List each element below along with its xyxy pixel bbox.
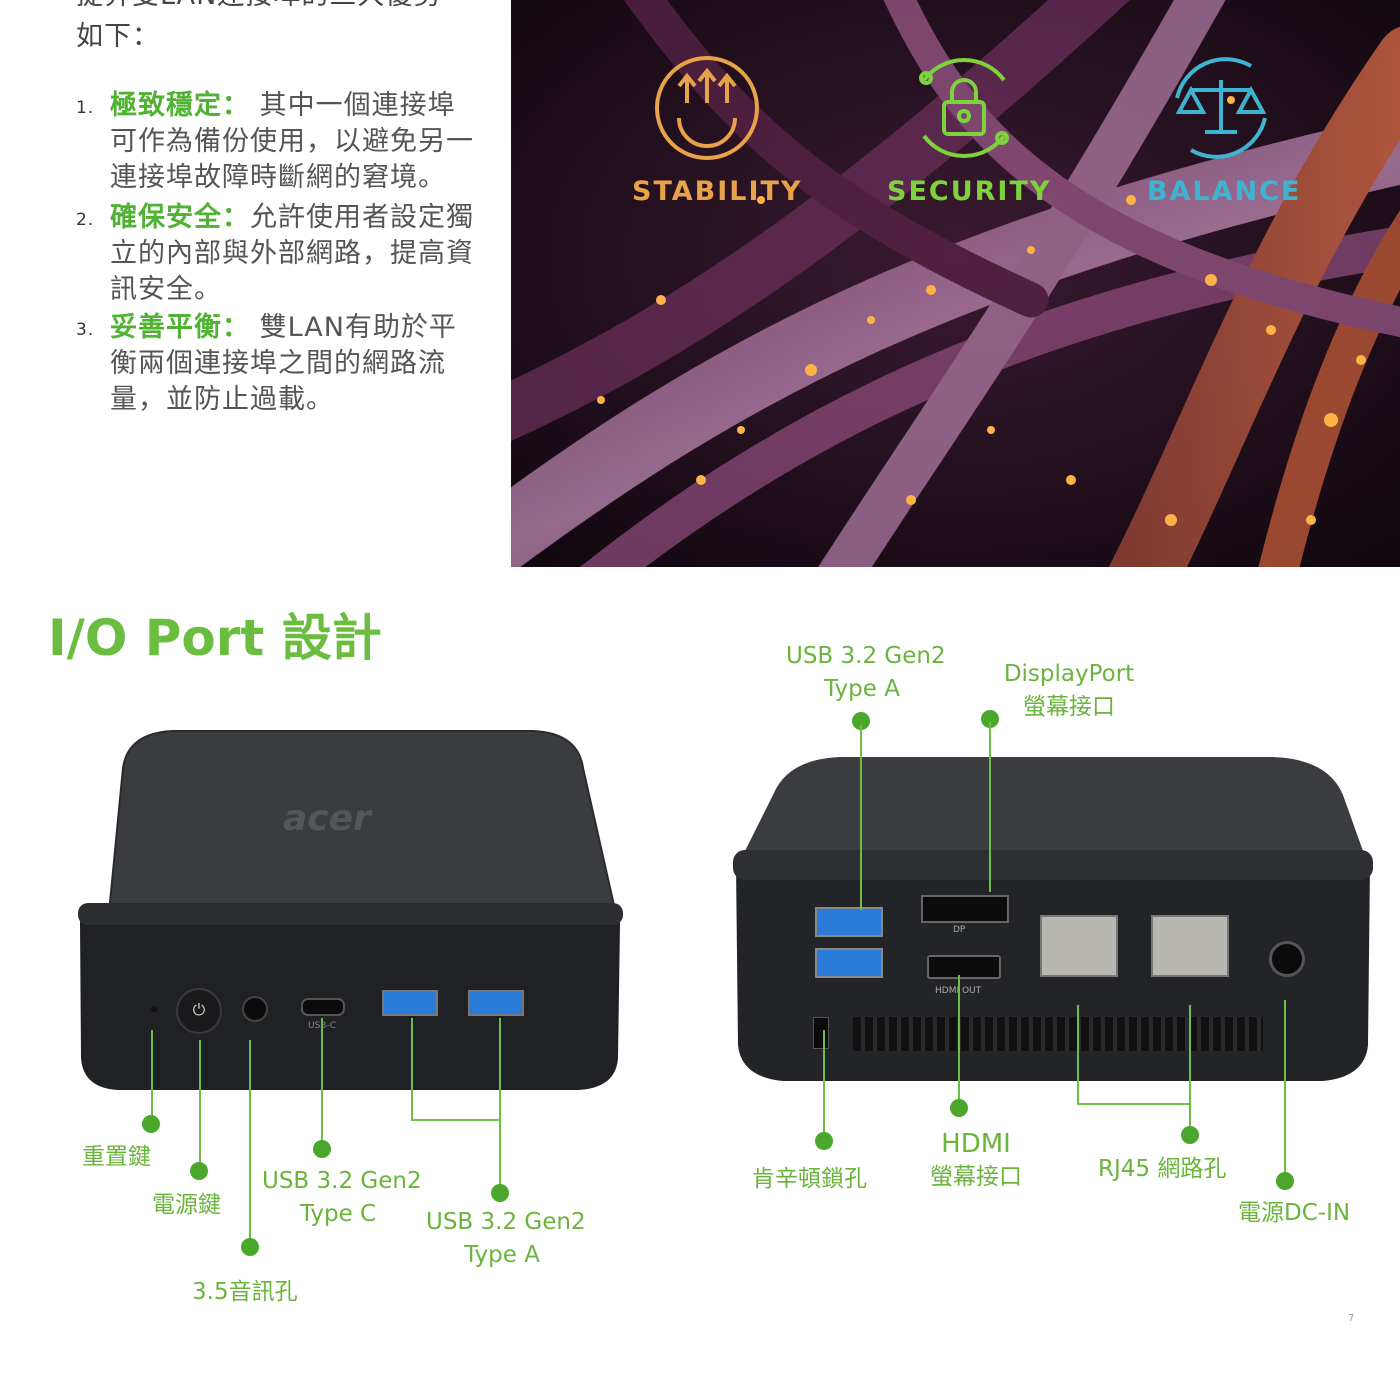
dcin-callout-dot bbox=[1276, 1172, 1294, 1190]
power-callout-dot bbox=[190, 1162, 208, 1180]
rj45-callout-dot bbox=[1181, 1126, 1199, 1144]
audio-callout-dot bbox=[241, 1238, 259, 1256]
reset-label: 重置鍵 bbox=[82, 1144, 151, 1170]
benefit-number: 1. bbox=[76, 98, 95, 118]
dp-mark: DP bbox=[953, 925, 966, 935]
benefit-body: 雙LAN有助於平衡兩個連接埠之間的網路流量，並防止過載。 bbox=[110, 312, 457, 415]
benefit-title: 妥善平衡： bbox=[110, 312, 250, 343]
benefit-body: 允許使用者設定獨立的內部與外部網路，提高資訊安全。 bbox=[110, 202, 474, 305]
usba-rear-callout-dot bbox=[852, 712, 870, 730]
hdmi-label-line1: HDMI bbox=[941, 1129, 1011, 1159]
usba-rear-label: USB 3.2 Gen2 Type A bbox=[786, 640, 946, 706]
hdmi-callout-dot bbox=[950, 1099, 968, 1117]
benefit-number: 3. bbox=[76, 320, 95, 340]
balance-label: BALANCE bbox=[1147, 176, 1302, 207]
rj45-port bbox=[1151, 915, 1229, 977]
usbc-callout-dot bbox=[313, 1140, 331, 1158]
benefit-list: 1. 極致穩定： 其中一個連接埠可作為備份使用，以避免另一連接埠故障時斷網的窘境… bbox=[76, 88, 476, 420]
fiber-optic-graphic bbox=[511, 0, 1400, 567]
fiber-optic-hero-image: STABILITY SECURITY BALANCE bbox=[511, 0, 1400, 567]
dc-in-jack bbox=[1269, 941, 1305, 977]
hdmi-label-line2: 螢幕接口 bbox=[930, 1164, 1022, 1190]
padlock-icon bbox=[919, 58, 1009, 158]
stability-label: STABILITY bbox=[632, 176, 803, 207]
usb-c-port bbox=[301, 998, 345, 1016]
usba-rear-label-line1: USB 3.2 Gen2 bbox=[786, 643, 946, 669]
usbc-label: USB 3.2 Gen2 Type C bbox=[262, 1165, 422, 1231]
audio-label: 3.5音訊孔 bbox=[192, 1279, 298, 1305]
usba-front-callout-dot bbox=[491, 1184, 509, 1202]
reset-callout-dot bbox=[142, 1115, 160, 1133]
benefit-title: 確保安全： bbox=[110, 202, 250, 233]
intro-heading: 提昇雙LAN連接埠的三大優勢 bbox=[76, 0, 441, 14]
kensington-callout-dot bbox=[815, 1132, 833, 1150]
kensington-slot bbox=[813, 1017, 829, 1049]
usba-front-label-line2: Type A bbox=[464, 1242, 540, 1268]
benefit-title: 極致穩定： bbox=[110, 90, 250, 121]
hdmi-port bbox=[927, 955, 1001, 979]
usb-a-port bbox=[468, 990, 524, 1016]
hdmi-label: HDMI 螢幕接口 bbox=[912, 1128, 1040, 1194]
gear-arrows-icon bbox=[655, 56, 759, 160]
rear-device-photo: DP HDMI OUT bbox=[733, 755, 1373, 1085]
dcin-label: 電源DC-IN bbox=[1238, 1200, 1351, 1226]
usb-a-port bbox=[815, 907, 883, 937]
displayport-label-line1: DisplayPort bbox=[1003, 661, 1135, 687]
benefit-item: 3. 妥善平衡： 雙LAN有助於平衡兩個連接埠之間的網路流量，並防止過載。 bbox=[76, 310, 476, 418]
usbc-label-line2: Type C bbox=[299, 1201, 377, 1227]
usba-front-label-line1: USB 3.2 Gen2 bbox=[426, 1209, 586, 1235]
usb-a-port bbox=[382, 990, 438, 1016]
displayport-callout-dot bbox=[981, 710, 999, 728]
reset-pinhole bbox=[151, 1006, 157, 1012]
displayport-label: DisplayPort 螢幕接口 bbox=[988, 658, 1150, 724]
vent-grille bbox=[853, 1017, 1263, 1051]
usbc-label-line1: USB 3.2 Gen2 bbox=[262, 1168, 422, 1194]
usba-front-label: USB 3.2 Gen2 Type A bbox=[426, 1206, 586, 1272]
kensington-label: 肯辛頓鎖孔 bbox=[752, 1166, 867, 1192]
acer-logo: acer bbox=[283, 798, 371, 839]
usb-a-port bbox=[815, 948, 883, 978]
security-label: SECURITY bbox=[887, 176, 1052, 207]
usba-rear-label-line2: Type A bbox=[824, 676, 900, 702]
benefit-item: 1. 極致穩定： 其中一個連接埠可作為備份使用，以避免另一連接埠故障時斷網的窘境… bbox=[76, 88, 476, 196]
displayport-label-line2: 螢幕接口 bbox=[1023, 694, 1115, 720]
benefit-number: 2. bbox=[76, 210, 95, 230]
benefit-item: 2. 確保安全：允許使用者設定獨立的內部與外部網路，提高資訊安全。 bbox=[76, 200, 476, 308]
audio-jack bbox=[242, 996, 268, 1022]
rj45-label: RJ45 網路孔 bbox=[1098, 1156, 1227, 1182]
intro-heading-cont: 如下： bbox=[76, 21, 160, 52]
scales-icon bbox=[1175, 57, 1267, 159]
power-label: 電源鍵 bbox=[152, 1192, 221, 1218]
power-button-icon: ⏻ bbox=[176, 988, 222, 1034]
front-device-photo: acer ⏻ USB-C bbox=[78, 728, 623, 1093]
benefit-body: 其中一個連接埠可作為備份使用，以避免另一連接埠故障時斷網的窘境。 bbox=[110, 90, 474, 193]
section-title: I/O Port 設計 bbox=[48, 609, 382, 667]
rj45-port bbox=[1040, 915, 1118, 977]
page-number: 7 bbox=[1348, 1313, 1355, 1324]
displayport-port bbox=[921, 895, 1009, 923]
